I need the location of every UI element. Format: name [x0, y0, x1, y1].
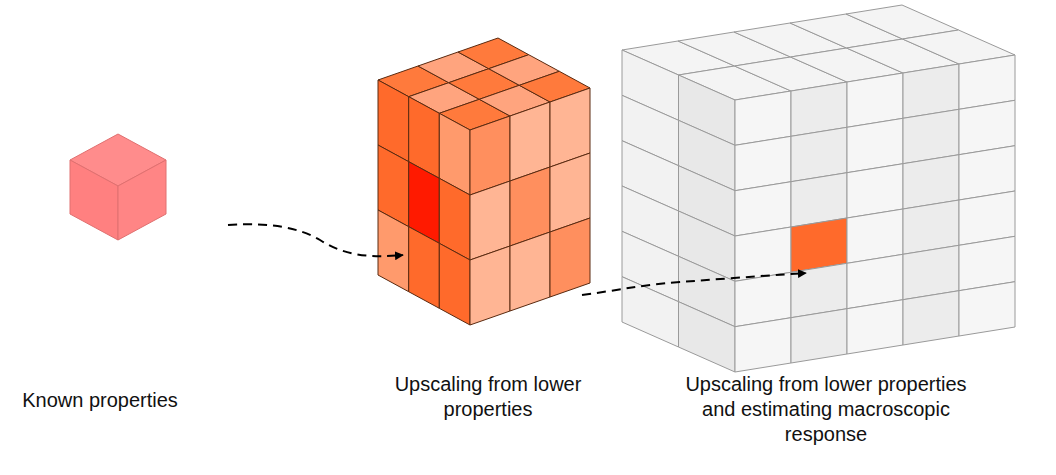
- cube-cell: [959, 282, 1015, 336]
- dashed-arrow: [228, 224, 403, 256]
- cube-cell: [847, 118, 903, 172]
- cube-cell: [791, 263, 847, 317]
- cube-cell: [439, 243, 470, 325]
- cube-cell: [118, 160, 166, 240]
- cube-cell: [470, 246, 510, 325]
- caption-label: Known properties: [0, 388, 200, 413]
- cube-cell: [791, 127, 847, 181]
- dashed-arrow: [582, 273, 806, 295]
- cube-cell: [847, 300, 903, 354]
- cube-cell: [847, 254, 903, 308]
- cube-cell: [735, 318, 791, 372]
- caption-label: Upscaling from lower properties: [368, 372, 608, 422]
- cube-cell: [510, 232, 550, 311]
- cube-cell: [959, 236, 1015, 290]
- cube-cell: [903, 109, 959, 163]
- cube-cell: [903, 245, 959, 299]
- cube-cell: [409, 227, 440, 309]
- cube-cell: [735, 136, 791, 190]
- cube-cell: [903, 291, 959, 345]
- cube-cell: [550, 218, 590, 297]
- cube-cell: [735, 272, 791, 326]
- cube-group: [70, 5, 1015, 372]
- cube-cell: [959, 100, 1015, 154]
- cube-cell: [70, 160, 118, 240]
- caption-label: Upscaling from lower properties and esti…: [676, 372, 976, 447]
- cube-cell: [378, 210, 409, 292]
- cube-cell: [791, 309, 847, 363]
- cube-cell: [679, 302, 736, 372]
